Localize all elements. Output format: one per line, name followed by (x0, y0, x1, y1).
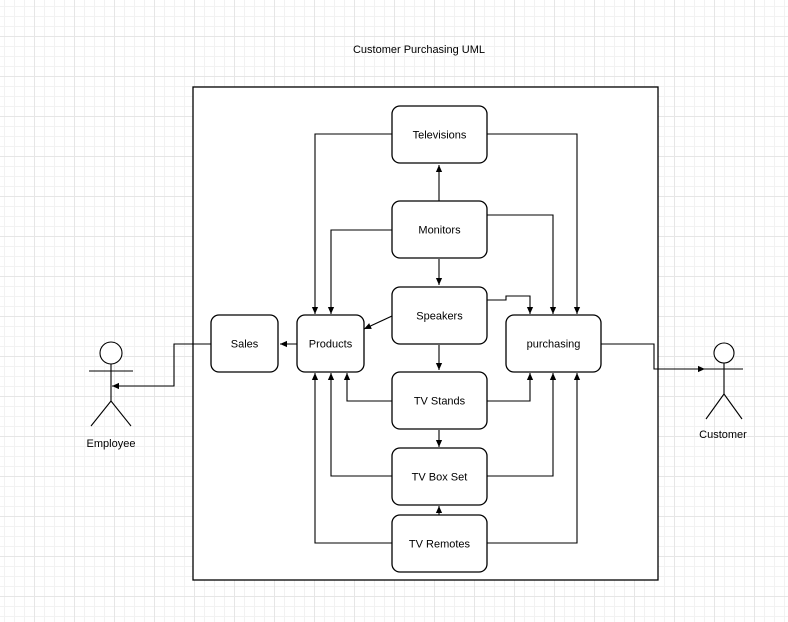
node-sales-label: Sales (231, 339, 259, 351)
node-tv-box-set[interactable]: TV Box Set (391, 447, 488, 506)
edge-sales-employee (112, 343, 211, 390)
actor-employee-head (99, 341, 123, 365)
edge-monitors-products (327, 229, 392, 314)
node-televisions[interactable]: Televisions (391, 105, 488, 164)
node-tv-box-set-label: TV Box Set (412, 472, 468, 484)
node-televisions-label: Televisions (413, 130, 467, 142)
actor-customer-head (713, 342, 735, 364)
actor-employee-right-leg (110, 400, 132, 427)
node-speakers-label: Speakers (416, 311, 463, 323)
actor-customer-right-leg (723, 393, 743, 420)
actor-employee-label: Employee (87, 438, 136, 450)
edge-speakers-purchasing (487, 295, 534, 314)
node-products-label: Products (309, 339, 353, 351)
node-monitors[interactable]: Monitors (391, 200, 488, 259)
edge-televisions-products (311, 133, 392, 314)
node-tv-remotes-label: TV Remotes (409, 539, 471, 551)
actor-employee[interactable]: Employee (87, 341, 136, 450)
edge-monitors-purchasing (487, 214, 557, 314)
edge-tvstands-products (343, 373, 392, 402)
edge-purchasing-customer (601, 343, 705, 373)
diagram-title: Customer Purchasing UML (353, 44, 485, 56)
edge-tvremotes-purchasing (487, 373, 581, 544)
node-purchasing-label: purchasing (527, 339, 581, 351)
edge-tvstands-purchasing (487, 373, 534, 402)
edge-televisions-purchasing (487, 133, 581, 314)
node-monitors-label: Monitors (418, 225, 461, 237)
actor-employee-left-leg (90, 400, 112, 427)
node-speakers[interactable]: Speakers (391, 286, 488, 345)
node-tv-stands-label: TV Stands (414, 396, 466, 408)
actor-customer-left-leg (705, 393, 725, 420)
edge-tvremotes-products (311, 373, 392, 544)
node-purchasing[interactable]: purchasing (505, 314, 602, 373)
node-products[interactable]: Products (296, 314, 365, 373)
node-tv-remotes[interactable]: TV Remotes (391, 514, 488, 573)
node-sales[interactable]: Sales (210, 314, 279, 373)
edges (112, 133, 705, 544)
node-tv-stands[interactable]: TV Stands (391, 371, 488, 430)
edge-speakers-products (363, 315, 393, 330)
edge-tvboxset-purchasing (487, 373, 557, 477)
actor-customer-label: Customer (699, 429, 747, 441)
actor-customer[interactable]: Customer (699, 342, 747, 441)
edge-tvboxset-products (327, 373, 392, 477)
